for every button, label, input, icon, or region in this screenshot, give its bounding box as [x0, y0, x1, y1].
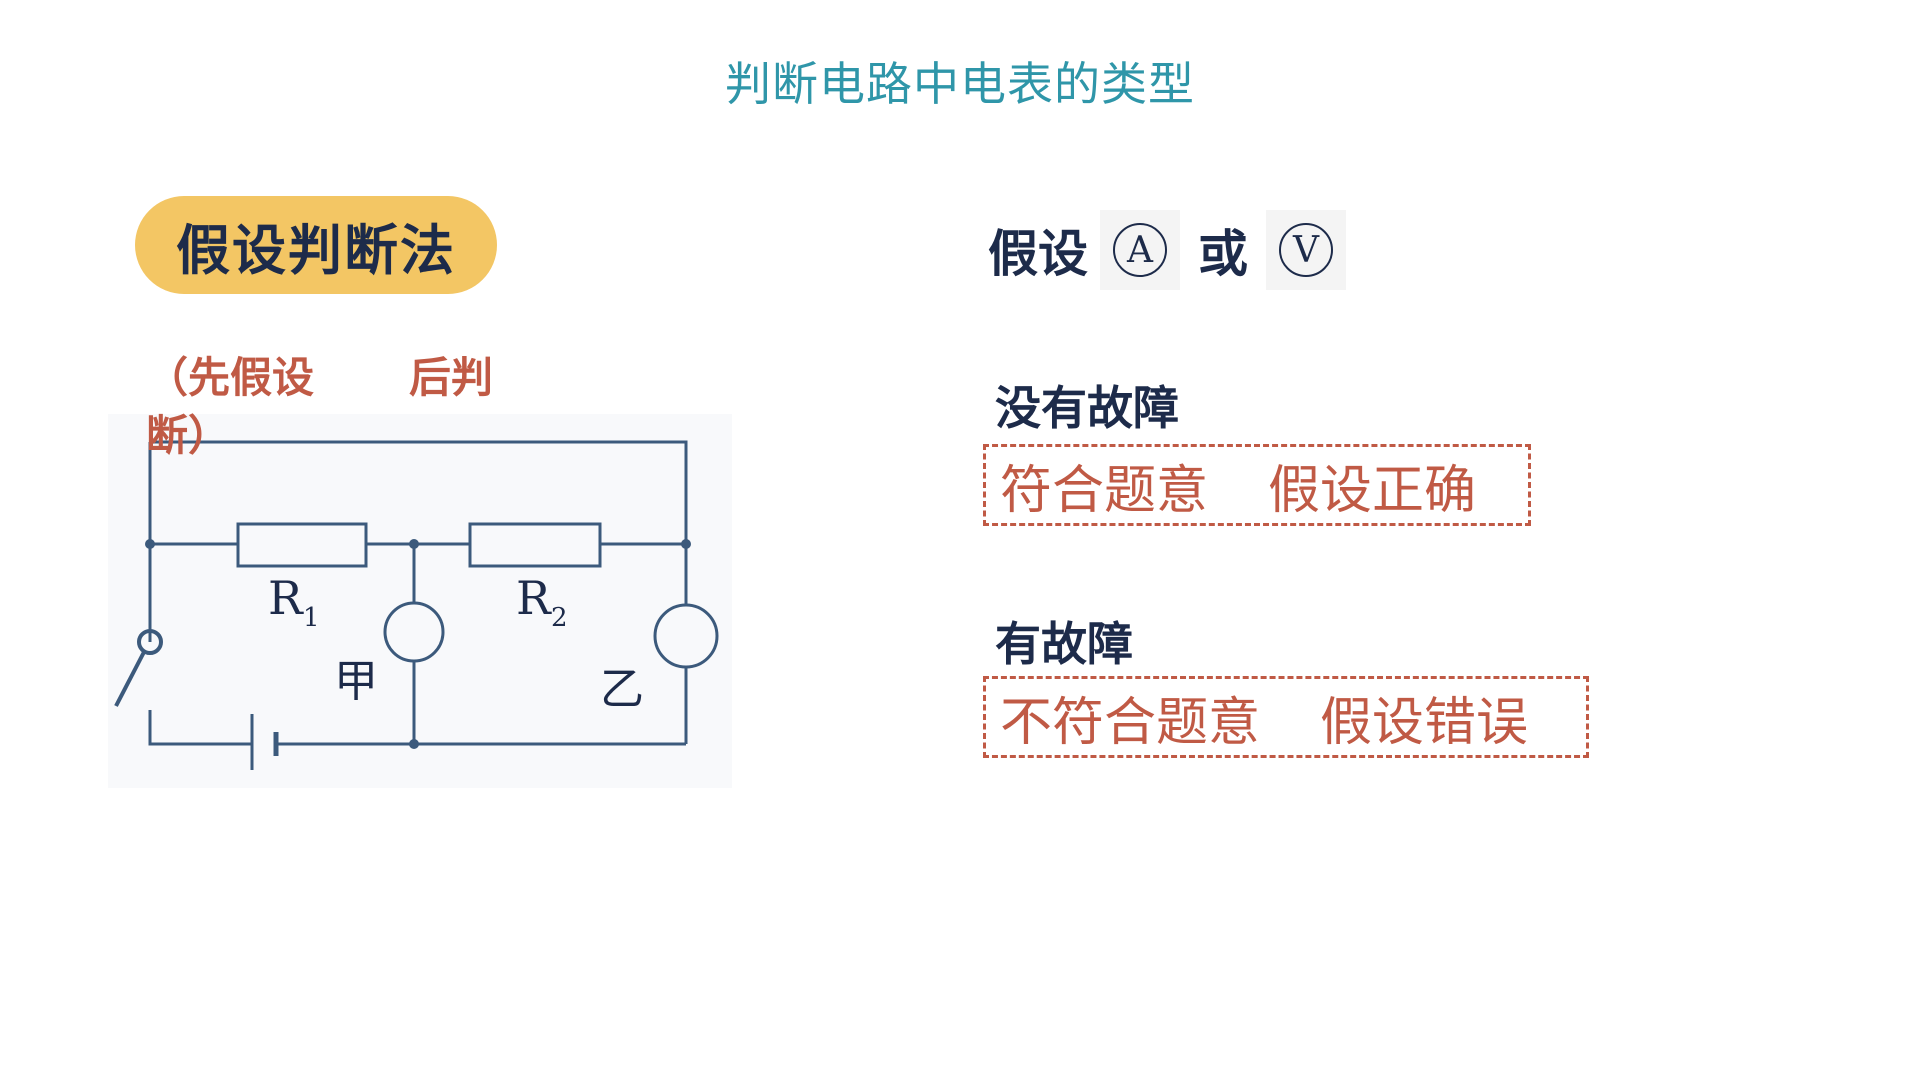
meter-b-circle	[653, 603, 719, 669]
case-no-fault-heading: 没有故障	[995, 381, 1179, 435]
resistor-r2	[468, 522, 602, 568]
junction-dot	[145, 539, 155, 549]
switch-lever	[114, 651, 146, 707]
voltmeter-symbol: V	[1266, 210, 1346, 290]
meter-a-label: 甲	[334, 656, 378, 707]
method-note-line1: （先假设 后判	[146, 344, 493, 405]
meter-a-circle	[383, 601, 445, 663]
circuit-diagram: R 1 R 2 甲 乙	[108, 414, 732, 788]
r2-subscript: 2	[551, 603, 568, 633]
ammeter-letter: A	[1113, 223, 1167, 277]
meter-b-label: 乙	[600, 664, 644, 715]
case-no-fault-result-a: 符合题意	[1000, 460, 1209, 521]
switch-pivot	[137, 629, 163, 655]
case-fault-result-a: 不符合题意	[1000, 692, 1261, 753]
bottom-wire-left	[148, 710, 252, 746]
r2-letter: R	[516, 571, 552, 625]
junction-dot	[681, 539, 691, 549]
method-note-part1: （先假设	[146, 353, 315, 402]
r1-letter: R	[268, 571, 304, 625]
case-fault-heading: 有故障	[995, 617, 1133, 671]
assume-prefix: 假设	[988, 225, 1088, 283]
method-note-part2: 后判	[409, 353, 494, 402]
circuit-svg: R 1 R 2 甲 乙	[114, 440, 719, 770]
case-no-fault-result: 符合题意假设正确	[983, 444, 1531, 526]
top-wire	[150, 440, 688, 544]
assume-or: 或	[1198, 225, 1248, 283]
ammeter-symbol: A	[1100, 210, 1180, 290]
junction-dot	[409, 539, 419, 549]
case-fault-result: 不符合题意假设错误	[983, 676, 1589, 758]
page-title: 判断电路中电表的类型	[725, 57, 1195, 111]
method-note-line2: 断）	[146, 411, 231, 460]
resistor-r1	[236, 522, 368, 568]
voltmeter-letter: V	[1279, 223, 1333, 277]
junction-dot	[409, 739, 419, 749]
case-no-fault-result-b: 假设正确	[1268, 460, 1477, 521]
case-fault-result-b: 假设错误	[1320, 692, 1529, 753]
assumption-row: 假设 A 或 V	[988, 210, 1358, 290]
method-label: 假设判断法	[135, 196, 497, 294]
r1-subscript: 1	[303, 603, 320, 633]
